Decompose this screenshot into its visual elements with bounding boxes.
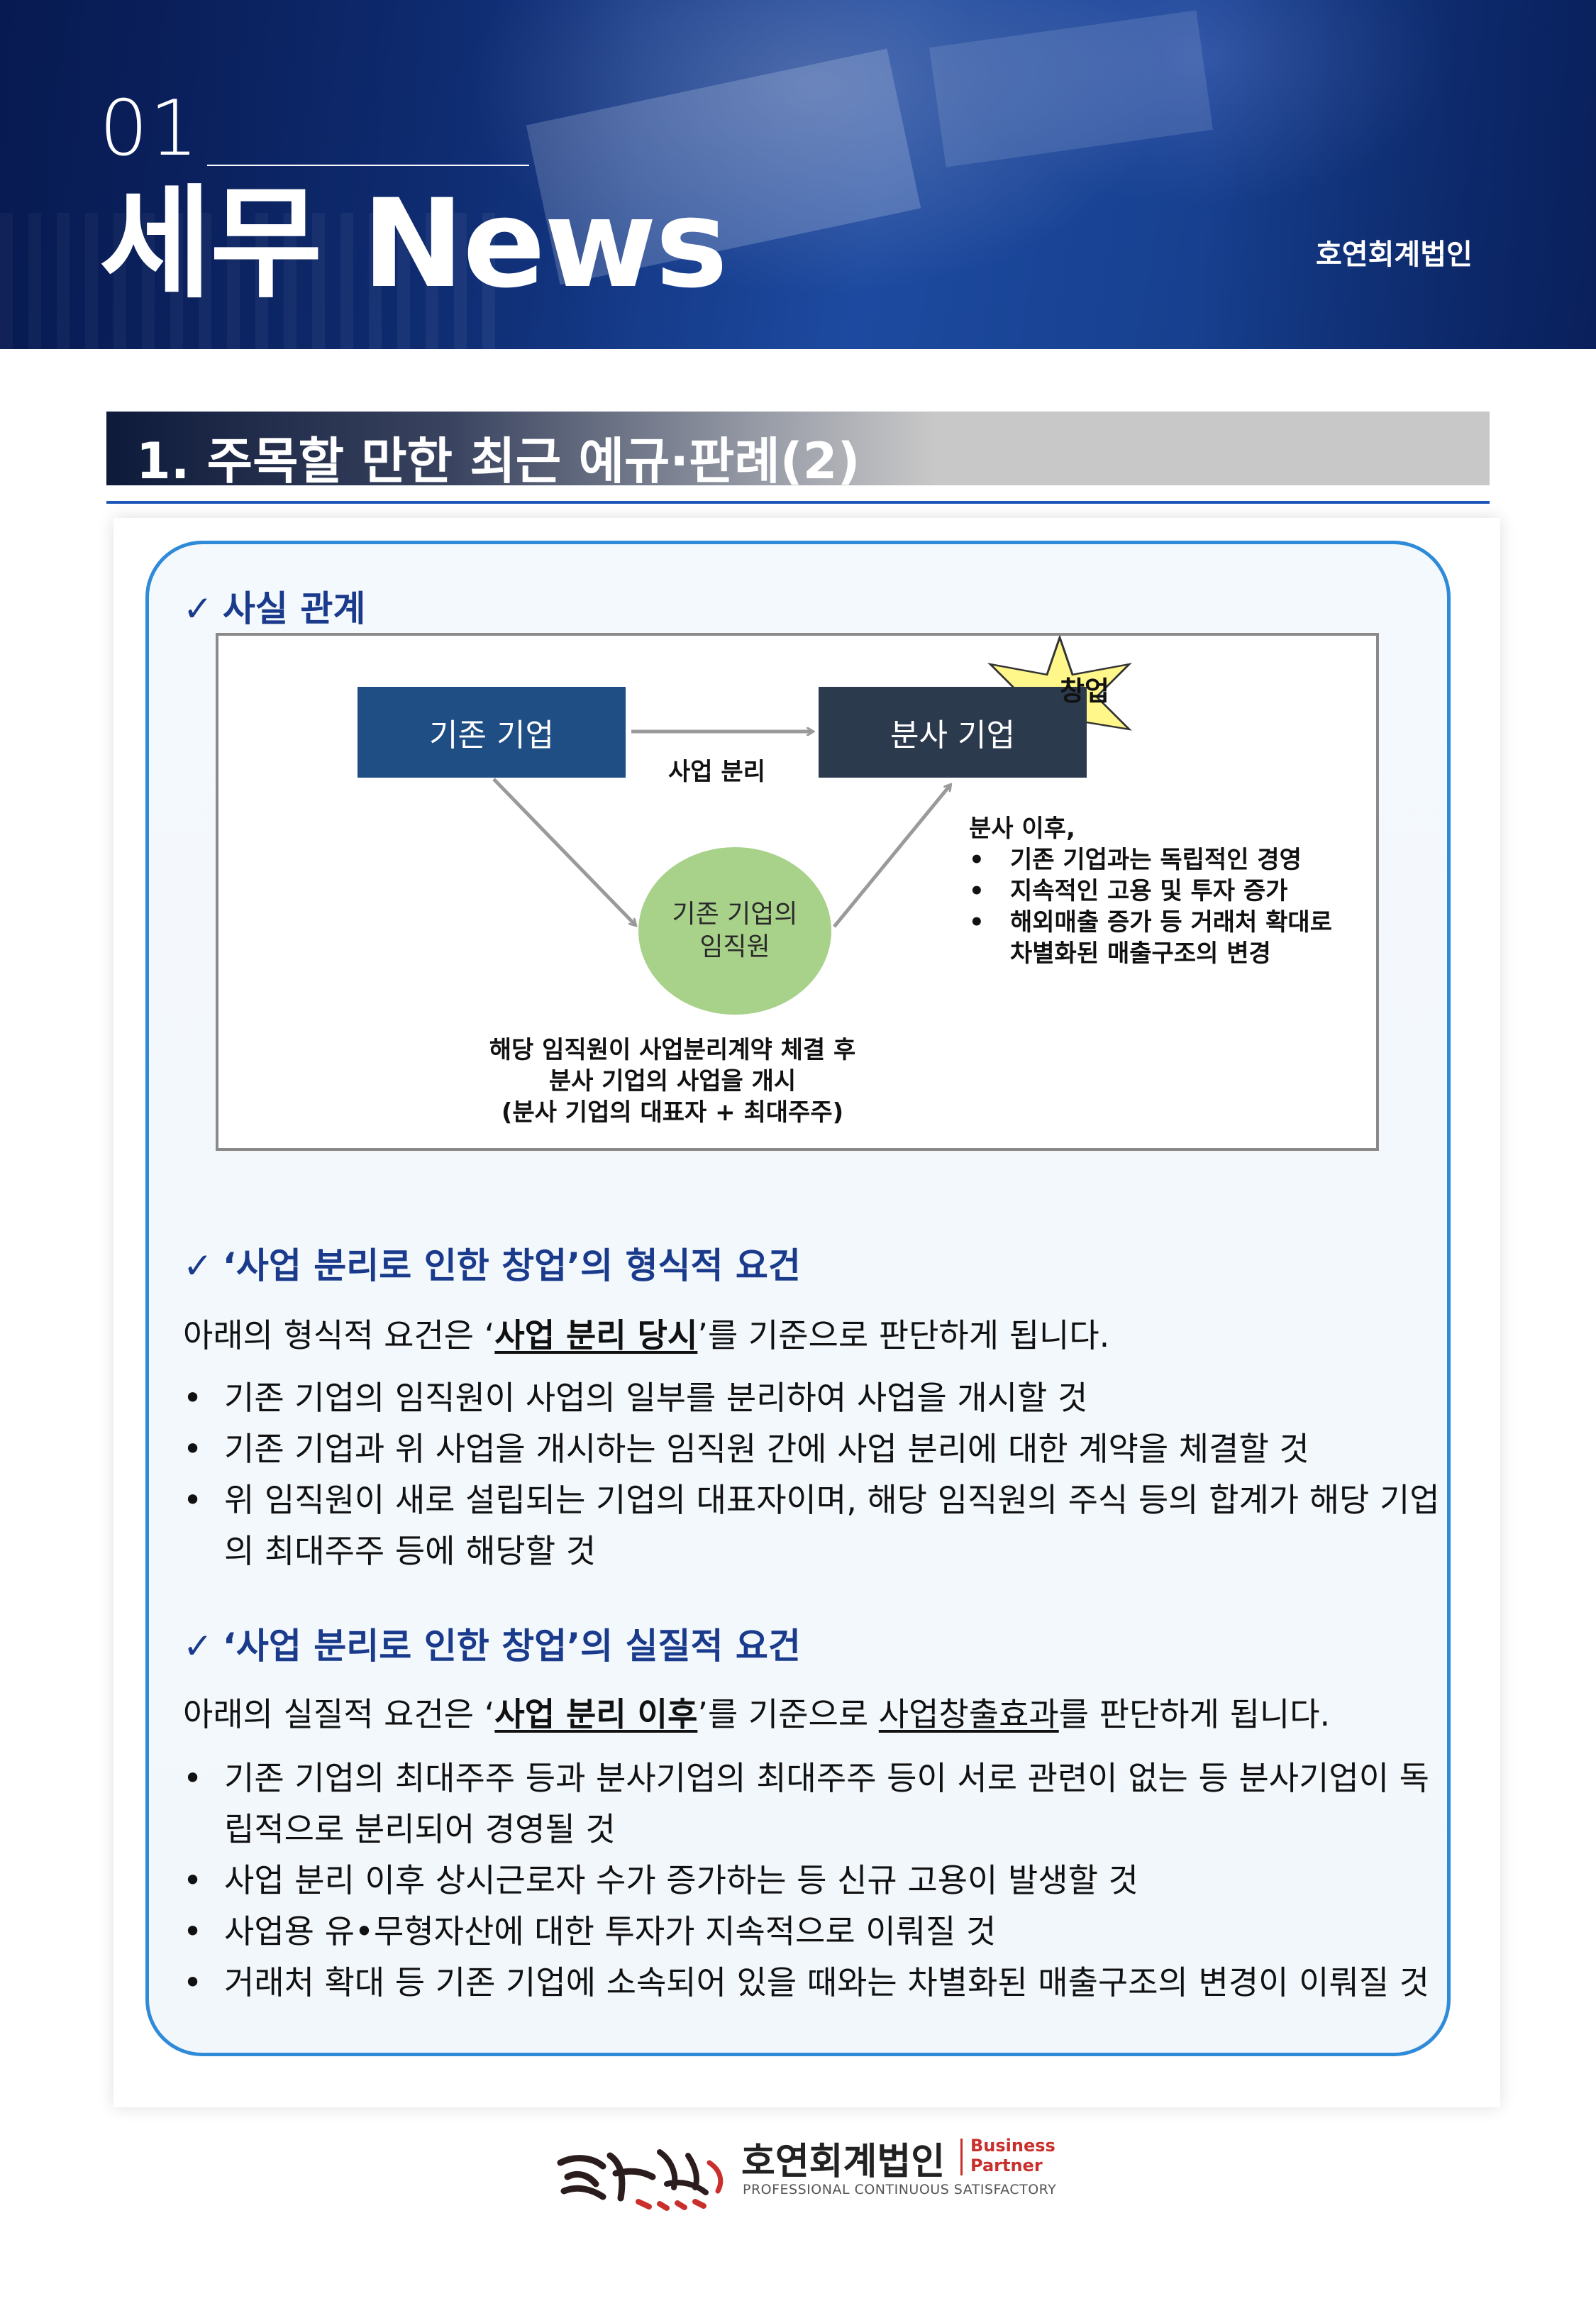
formal-intro: 아래의 형식적 요건은 ‘사업 분리 당시’를 기준으로 판단하게 됩니다. (183, 1316, 1110, 1355)
diagram-caption: 해당 임직원이 사업분리계약 체결 후 분사 기업의 사업을 개시 (분사 기업… (489, 1036, 856, 1127)
check-icon: ✓ (183, 1245, 213, 1286)
header-divider (207, 165, 529, 166)
facts-diagram: 기존 기업 분사 기업 창업 사업 분리 기존 기업의 임직원 분사 이후, •… (216, 633, 1379, 1151)
substantive-item: •사업 분리 이후 상시근로자 수가 증가하는 등 신규 고용이 발생할 것 (183, 1861, 1138, 1899)
star-label: 창업 (1060, 675, 1109, 707)
header-banner: 01 세무 News 호연회계법인 (0, 0, 1596, 349)
after-item-continued: 차별화된 매출구조의 변경 (1010, 939, 1271, 968)
check-icon: ✓ (183, 588, 213, 629)
substantive-item: •거래처 확대 등 기존 기업에 소속되어 있을 때와는 차별화된 매출구조의 … (183, 1963, 1429, 2002)
after-item: •해외매출 증가 등 거래처 확대로 (969, 908, 1332, 937)
substantive-item: •사업용 유•무형자산에 대한 투자가 지속적으로 이뤄질 것 (183, 1912, 997, 1951)
arrow-to-spinoff (833, 785, 951, 928)
formal-item: •위 임직원이 새로 설립되는 기업의 대표자이며, 해당 임직원의 주식 등의… (183, 1481, 1440, 1519)
existing-company-box: 기존 기업 (358, 687, 626, 778)
substantive-heading: ✓‘사업 분리로 인한 창업’의 실질적 요건 (183, 1626, 801, 1667)
spinoff-company-box: 분사 기업 (819, 687, 1087, 778)
arrow-to-employee (492, 778, 636, 925)
check-icon: ✓ (183, 1626, 213, 1667)
substantive-item: •기존 기업의 최대주주 등과 분사기업의 최대주주 등이 서로 관련이 없는 … (183, 1759, 1429, 1797)
header-number: 01 (99, 84, 200, 173)
facts-heading: ✓사실 관계 (183, 588, 366, 629)
after-item: •기존 기업과는 독립적인 경영 (969, 846, 1302, 874)
footer-company: 호연회계법인 (741, 2141, 946, 2183)
formal-item-continued: 의 최대주주 등에 해당할 것 (224, 1532, 597, 1570)
footer-tagline: PROFESSIONAL CONTINUOUS SATISFACTORY (743, 2182, 1057, 2197)
header-title: 세무 News (99, 172, 728, 315)
after-item: •지속적인 고용 및 투자 증가 (969, 877, 1288, 905)
footer-separator (960, 2139, 963, 2175)
section-title-bar: 1. 주목할 만한 최근 예규·판례(2) (106, 412, 1490, 490)
section-underline (106, 501, 1490, 504)
section-title: 1. 주목할 만한 최근 예규·판례(2) (136, 432, 860, 490)
after-title: 분사 이후, (969, 815, 1075, 843)
footer-badge: Business Partner (970, 2136, 1055, 2175)
formal-item: •기존 기업의 임직원이 사업의 일부를 분리하여 사업을 개시할 것 (183, 1379, 1088, 1417)
formal-item: •기존 기업과 위 사업을 개시하는 임직원 간에 사업 분리에 대한 계약을 … (183, 1430, 1309, 1468)
substantive-intro: 아래의 실질적 요건은 ‘사업 분리 이후’를 기준으로 사업창출효과를 판단하… (183, 1695, 1331, 1733)
employee-circle: 기존 기업의 임직원 (638, 847, 831, 1015)
substantive-item-continued: 립적으로 분리되어 경영될 것 (224, 1810, 616, 1848)
header-company: 호연회계법인 (1316, 238, 1473, 271)
formal-heading: ✓‘사업 분리로 인한 창업’의 형식적 요건 (183, 1245, 801, 1286)
brand-calligraphy-logo (557, 2149, 724, 2211)
arrow-label: 사업 분리 (668, 758, 765, 786)
